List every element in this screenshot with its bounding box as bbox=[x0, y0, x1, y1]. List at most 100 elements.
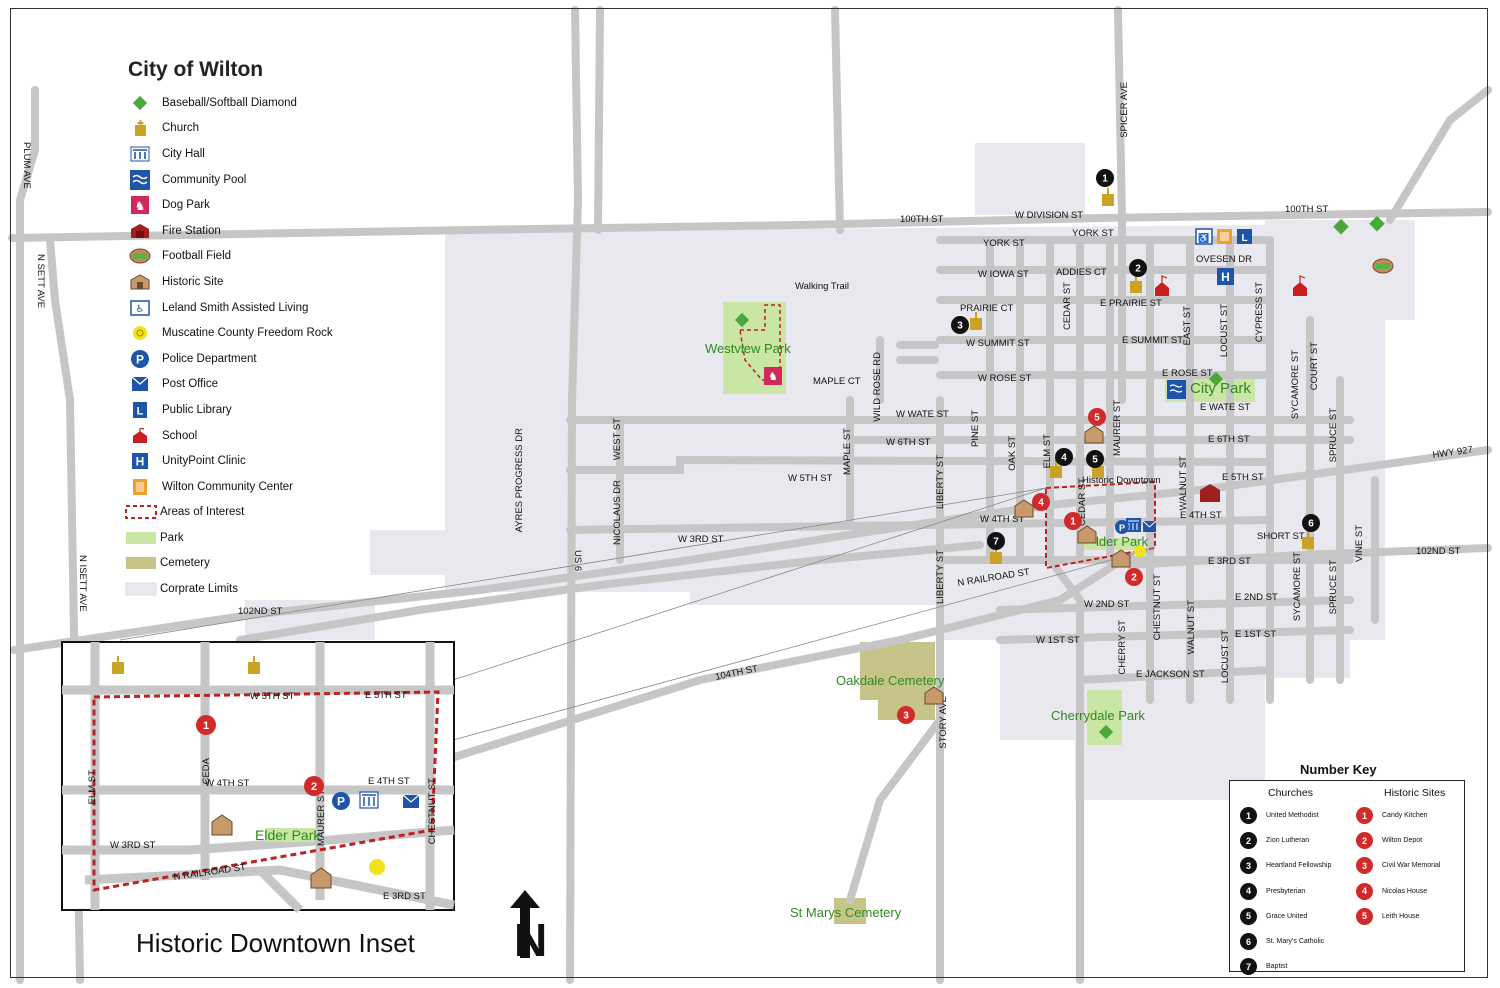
historic-site-icon bbox=[1111, 549, 1131, 568]
legend-item-label: Public Library bbox=[162, 403, 232, 416]
label-liberty-s: LIBERTY ST bbox=[935, 550, 946, 604]
area-of-interest-icon bbox=[124, 502, 158, 522]
key-item-name: United Methodist bbox=[1266, 812, 1319, 820]
label-cherrydale-park: Cherrydale Park bbox=[1051, 708, 1145, 723]
key-number-badge: 5 bbox=[1356, 907, 1373, 925]
church-marker-4: 4 bbox=[1055, 448, 1073, 466]
label-addies: ADDIES CT bbox=[1056, 267, 1107, 278]
legend-item: City Hall bbox=[128, 141, 358, 167]
city-hall-icon bbox=[359, 791, 379, 809]
corporate-limits-north bbox=[975, 143, 1085, 215]
label-elm: ELM ST bbox=[1042, 434, 1053, 469]
legend-item-label: Muscatine County Freedom Rock bbox=[162, 327, 333, 340]
map-legend: City of Wilton Baseball/Softball Diamond… bbox=[125, 58, 358, 602]
label-city-park: City Park bbox=[1190, 380, 1251, 397]
legend-item: Baseball/Softball Diamond bbox=[128, 90, 358, 116]
legend-item-label: Historic Site bbox=[162, 275, 224, 288]
legend-item: Football Field bbox=[128, 244, 358, 270]
map-title: City of Wilton bbox=[128, 58, 264, 81]
historic-marker-2: 2 bbox=[1125, 568, 1143, 586]
label-e6th: E 6TH ST bbox=[1208, 434, 1250, 445]
legend-item-label: Post Office bbox=[162, 378, 219, 391]
svg-text:4: 4 bbox=[1038, 498, 1044, 509]
legend-item-label: Church bbox=[162, 122, 200, 135]
label-100th-w: 100TH ST bbox=[900, 214, 943, 225]
street-labels: PLUM AVE N SETT AVE N ISETT AVE AYRES PR… bbox=[21, 82, 1474, 749]
label-court: COURT ST bbox=[1309, 342, 1320, 390]
key-item-name: Zion Lutheran bbox=[1266, 837, 1310, 845]
post-office-icon bbox=[402, 794, 420, 808]
freedom-rock-icon bbox=[128, 323, 152, 343]
key-item-name: Heartland Fellowship bbox=[1266, 862, 1332, 870]
label-locust-n: LOCUST ST bbox=[1219, 304, 1230, 357]
label-n102: 102ND ST bbox=[238, 606, 283, 617]
svg-text:2: 2 bbox=[1131, 573, 1137, 584]
label-east: EAST ST bbox=[1182, 306, 1193, 346]
legend-item-label: School bbox=[162, 429, 198, 442]
diamond-icon bbox=[1098, 724, 1114, 740]
inset-label-ceda: CEDA bbox=[201, 757, 212, 784]
legend-item: Corprate Limits bbox=[125, 576, 358, 602]
dog-park-icon: ♞ bbox=[764, 367, 782, 385]
library-icon: L bbox=[1237, 229, 1252, 244]
clinic-icon: H bbox=[1217, 268, 1234, 285]
label-e3rd: E 3RD ST bbox=[1208, 556, 1251, 567]
5th-st-road bbox=[566, 455, 1274, 474]
svg-text:♿: ♿ bbox=[1198, 232, 1209, 243]
key-item-name: Nicolas House bbox=[1382, 887, 1428, 895]
svg-text:5: 5 bbox=[1094, 413, 1100, 424]
label-nsett-upper: N SETT AVE bbox=[35, 254, 46, 308]
label-prairie-ct: PRAIRIE CT bbox=[960, 303, 1014, 314]
label-eprairie: E PRAIRIE ST bbox=[1100, 298, 1162, 309]
diamond-icon bbox=[1333, 218, 1349, 235]
label-york-w: YORK ST bbox=[983, 238, 1025, 249]
svg-text:L: L bbox=[137, 405, 144, 417]
legend-item-label: Cemetery bbox=[160, 557, 210, 570]
label-historic-downtown: Historic Downtown bbox=[1082, 475, 1161, 486]
pool-icon bbox=[1167, 380, 1186, 399]
label-oveson: OVESEN DR bbox=[1196, 254, 1252, 265]
post-office-icon bbox=[128, 374, 152, 394]
label-spruce-n: SPRUCE ST bbox=[1328, 408, 1339, 463]
legend-item-label: Police Department bbox=[162, 352, 257, 365]
svg-text:6: 6 bbox=[1308, 519, 1314, 530]
key-number-badge: 3 bbox=[1240, 857, 1257, 875]
police-icon: P bbox=[128, 349, 152, 369]
church-marker-7: 7 bbox=[987, 532, 1005, 550]
label-cypress: CYPRESS ST bbox=[1254, 282, 1265, 342]
legend-item: Fire Station bbox=[128, 218, 358, 244]
football-field-icon bbox=[1372, 258, 1394, 274]
svg-text:L: L bbox=[1241, 233, 1247, 244]
label-short: SHORT ST bbox=[1257, 531, 1305, 542]
svg-text:3: 3 bbox=[957, 321, 963, 332]
label-w6th: W 6TH ST bbox=[886, 437, 931, 448]
label-chestnut: CHESTNUT ST bbox=[1152, 574, 1163, 641]
ne-diagonal-road bbox=[1386, 86, 1492, 224]
historic-site-icon bbox=[128, 272, 152, 292]
legend-item-label: Park bbox=[160, 531, 184, 544]
key-number-badge: 7 bbox=[1240, 958, 1257, 976]
key-item-name: Civil War Memorial bbox=[1382, 862, 1441, 870]
school-icon bbox=[1155, 275, 1169, 296]
label-spicer: SPICER AVE bbox=[1119, 82, 1130, 138]
school-icon bbox=[1293, 275, 1307, 296]
legend-item-label: Football Field bbox=[162, 250, 232, 263]
inset-connectors bbox=[119, 487, 1156, 741]
community-center-icon bbox=[1217, 229, 1232, 244]
church-marker-6: 6 bbox=[1302, 514, 1320, 532]
north-arrow: N bbox=[500, 888, 550, 968]
legend-item-label: UnityPoint Clinic bbox=[162, 455, 246, 468]
diamond-icon bbox=[1208, 371, 1224, 387]
park-labels: Westview Park City Park Cherrydale Park … bbox=[255, 341, 1251, 920]
wild-rose-rd-road bbox=[876, 336, 939, 404]
historic-site-icon bbox=[1077, 525, 1097, 544]
svg-text:1: 1 bbox=[1102, 174, 1108, 185]
church-icon bbox=[1050, 460, 1062, 478]
label-104th: 104TH ST bbox=[714, 663, 759, 683]
pool-icon bbox=[128, 169, 152, 190]
